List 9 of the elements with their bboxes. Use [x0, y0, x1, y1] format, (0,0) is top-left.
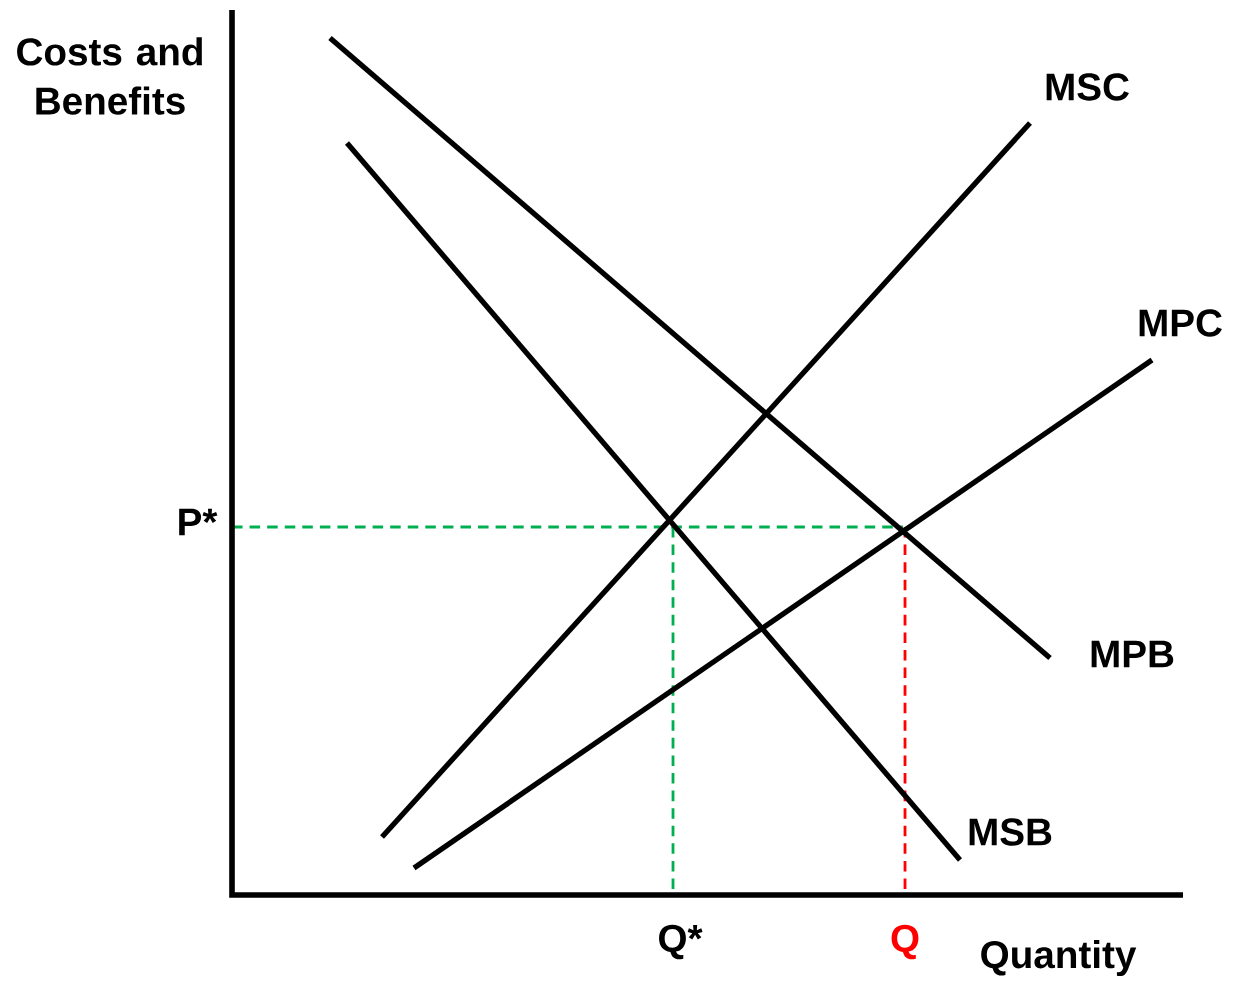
axis-label: Costs and Benefits	[17, 37, 202, 115]
curve-label: MPC	[1139, 309, 1222, 337]
curve-label: MSB	[969, 818, 1052, 846]
curve-label: MSC	[1046, 73, 1129, 101]
axis-label: Q	[891, 924, 919, 960]
axis-label: P*	[179, 508, 218, 536]
axis-label: Quantity	[981, 939, 1137, 976]
curve-label: MPB	[1091, 640, 1174, 668]
axis-label: Q*	[659, 924, 703, 960]
